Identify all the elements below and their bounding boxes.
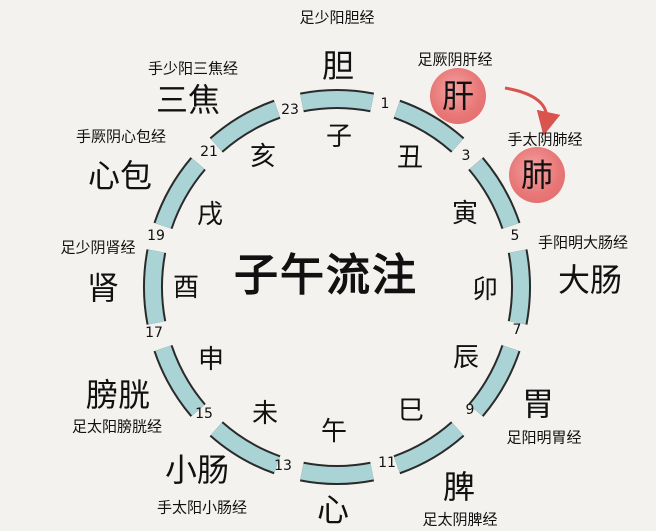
- meridian-bladder: 足太阳膀胱经: [71, 417, 163, 436]
- liver-highlight: [430, 68, 486, 124]
- ring-segment: [469, 158, 519, 229]
- ring-segment: [300, 463, 374, 483]
- branch-xu: 戌: [196, 200, 224, 230]
- ring-segment: [210, 422, 280, 473]
- ring-segment: [210, 101, 280, 152]
- branch-you: 酉: [172, 273, 200, 303]
- hour-19: 19: [147, 228, 165, 244]
- meridian-spleen: 足太阴脾经: [422, 510, 498, 529]
- organ-kidney: 肾: [86, 269, 120, 307]
- hour-13: 13: [274, 458, 292, 474]
- hour-9: 9: [465, 402, 475, 418]
- branch-chou: 丑: [396, 143, 424, 173]
- ring-segment: [509, 249, 529, 325]
- meridian-triple-burner: 手少阳三焦经: [147, 59, 239, 78]
- hour-7: 7: [512, 322, 522, 338]
- branch-shen: 申: [197, 345, 225, 375]
- ring-segment: [394, 101, 464, 152]
- organ-triple-burner: 三焦: [155, 81, 221, 119]
- meridian-pericardium: 手厥阴心包经: [75, 127, 167, 146]
- hour-23: 23: [281, 102, 299, 118]
- meridian-kidney: 足少阴肾经: [60, 238, 136, 257]
- liver-to-lung-arrow: [504, 86, 561, 136]
- branch-zi: 子: [325, 122, 353, 152]
- branch-wei: 未: [251, 399, 279, 429]
- ring-segment: [155, 158, 205, 229]
- organ-bladder: 膀胱: [85, 376, 151, 414]
- ring-segment: [394, 422, 464, 473]
- organ-large-intestine: 大肠: [557, 261, 623, 299]
- hour-1: 1: [380, 96, 390, 112]
- organ-pericardium: 心包: [87, 157, 153, 195]
- branch-yin: 寅: [451, 199, 479, 229]
- organ-lung: 肺: [520, 156, 554, 194]
- meridian-large-intestine: 手阳明大肠经: [537, 233, 629, 252]
- organ-stomach: 胃: [521, 385, 555, 423]
- organ-heart: 心: [316, 491, 350, 529]
- branch-chen: 辰: [452, 343, 480, 373]
- meridian-small-intestine: 手太阳小肠经: [156, 498, 248, 517]
- meridian-gallbladder: 足少阳胆经: [299, 8, 375, 27]
- organ-gallbladder: 胆: [321, 47, 355, 85]
- hour-11: 11: [378, 455, 396, 471]
- diagram-title: 子午流注: [234, 250, 418, 301]
- meridian-lung: 手太阴肺经: [507, 130, 583, 149]
- organ-small-intestine: 小肠: [164, 451, 230, 489]
- branch-wu: 午: [320, 417, 348, 447]
- meridian-stomach: 足阳明胃经: [506, 428, 582, 447]
- hour-21: 21: [200, 144, 218, 160]
- branch-si: 巳: [397, 396, 425, 426]
- ring-segment: [145, 249, 165, 325]
- hour-17: 17: [145, 325, 163, 341]
- hour-15: 15: [195, 406, 213, 422]
- branch-hai: 亥: [249, 142, 277, 172]
- ring-segment: [469, 345, 519, 416]
- hour-3: 3: [461, 148, 471, 164]
- organ-spleen: 脾: [442, 468, 476, 506]
- hour-5: 5: [510, 228, 520, 244]
- branch-mao: 卯: [471, 275, 499, 305]
- ring-segment: [300, 91, 374, 111]
- organ-liver: 肝: [441, 77, 475, 115]
- meridian-liver: 足厥阴肝经: [417, 50, 493, 69]
- ring-segment: [155, 345, 205, 416]
- lung-highlight: [509, 147, 565, 203]
